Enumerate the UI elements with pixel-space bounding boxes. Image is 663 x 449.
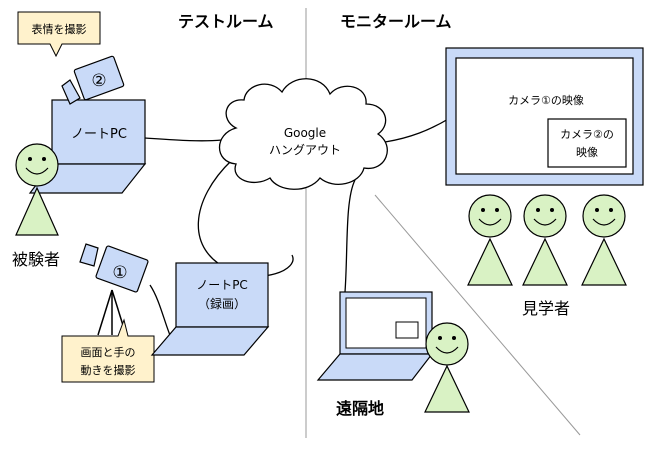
monitor-screen: カメラ①の映像 カメラ②の 映像: [445, 47, 644, 186]
monitor-room-title: モニタールーム: [340, 12, 452, 31]
camera-bottom-number: ①: [112, 263, 127, 283]
test-room-title: テストルーム: [178, 12, 274, 31]
google-hangout-cloud: Google ハングアウト: [219, 78, 388, 190]
link-camera1-recorder: [149, 284, 173, 341]
remote-label: 遠隔地: [336, 399, 384, 418]
camera-bottom: ①: [79, 243, 149, 336]
cloud-line1: Google: [284, 126, 326, 140]
callout-top: 表情を撮影: [17, 11, 101, 58]
observer-3: [581, 194, 627, 286]
observers-label: 見学者: [522, 299, 570, 318]
subject-label: 被験者: [12, 250, 60, 269]
monitor-main-label: カメラ①の映像: [508, 94, 584, 107]
cloud-line2: ハングアウト: [269, 143, 341, 157]
link-laptop-cloud: [144, 137, 223, 142]
callout-top-text: 表情を撮影: [32, 22, 87, 36]
laptop-main: ノートPC: [28, 99, 147, 194]
callout-bottom: 画面と手の 動きを撮影: [61, 318, 155, 383]
laptop-record: ノートPC （録画）: [150, 262, 270, 356]
remote-divider: [374, 194, 581, 436]
camera-top-number: ②: [91, 71, 106, 91]
laptop-main-label: ノートPC: [71, 127, 127, 142]
subject-figure: 被験者: [12, 143, 60, 269]
callout-bottom-line2: 動きを撮影: [81, 363, 136, 377]
link-cloud-remote: [344, 179, 356, 293]
laptop-record-line2: （録画）: [198, 296, 246, 311]
observer-2: [522, 194, 568, 286]
laptop-remote: [316, 291, 434, 381]
monitor-inset-line2: 映像: [576, 146, 598, 159]
camera-top: ②: [61, 55, 125, 105]
observer-1: [467, 194, 513, 286]
laptop-record-line1: ノートPC: [196, 278, 248, 292]
remote-person: [424, 322, 470, 413]
link-cloud-monitor: [384, 117, 451, 143]
callout-bottom-line1: 画面と手の: [81, 345, 136, 359]
monitor-inset-line1: カメラ②の: [560, 128, 614, 141]
subject-face: [15, 143, 59, 187]
